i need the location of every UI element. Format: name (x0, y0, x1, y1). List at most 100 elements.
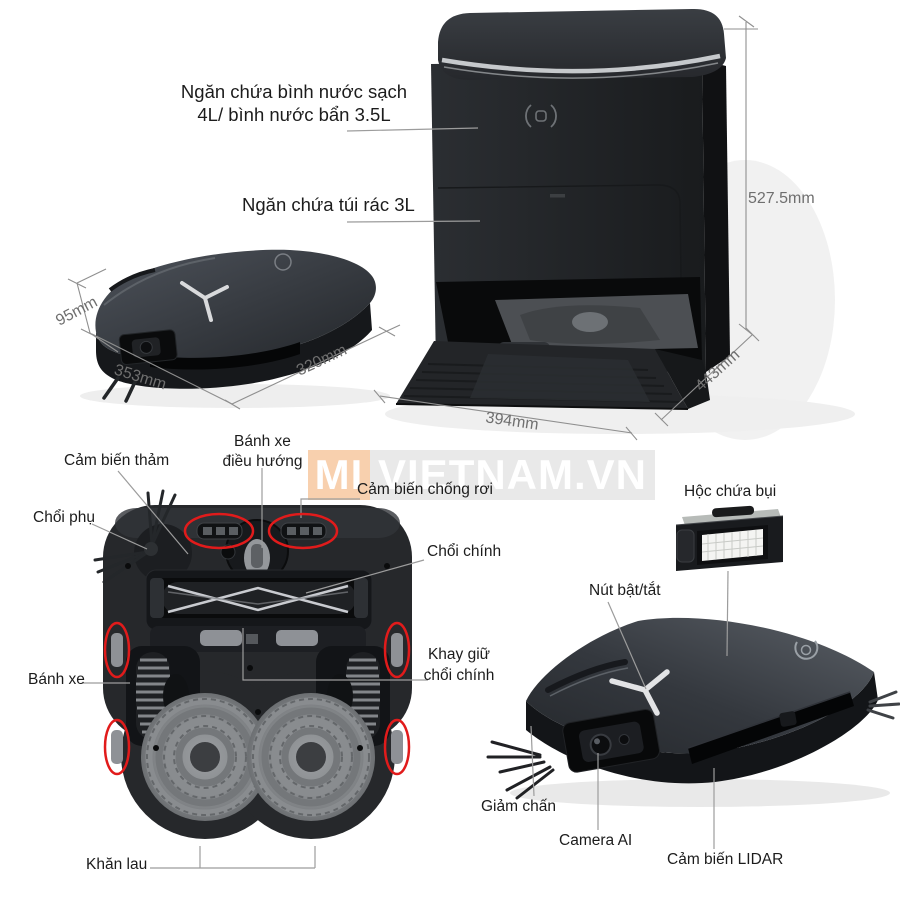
edge-sensor-pills (111, 633, 403, 764)
mop-pad-right (247, 693, 375, 821)
label-dust-bag: Ngăn chứa túi rác 3L (242, 194, 415, 215)
label-brush-tray-line1: Khay giữ (427, 646, 491, 663)
label-bumper: Giảm chấn (481, 798, 556, 815)
robot-underside-photo (93, 489, 412, 839)
side-brush (93, 489, 192, 584)
label-camera: Camera AI (559, 832, 633, 849)
label-caster-line2: điều hướng (222, 453, 303, 470)
watermark-site: VIETNAM.VN (370, 450, 656, 500)
red-annotations (103, 512, 411, 776)
leader-lines (83, 127, 729, 869)
dust-box-photo (675, 505, 784, 571)
dock-logo-icon (525, 104, 557, 128)
red-circle-edge-tr (383, 621, 411, 679)
leader-power-button (607, 601, 647, 690)
dock-base-right (655, 349, 710, 409)
leader-brush-tray (242, 628, 428, 681)
dock-door-seam (437, 184, 682, 279)
dim-ticks-robot-width (224, 399, 241, 410)
robot-top-right-brush (866, 690, 900, 720)
robot-side-groove (108, 268, 156, 292)
label-brush-tray-line2: chổi chính (423, 667, 495, 684)
dock-door-notch (550, 194, 565, 198)
dim-line-dock-depth (660, 334, 753, 421)
red-circle-edge-br (383, 718, 411, 776)
label-caster-line1: Bánh xe (234, 433, 291, 450)
label-caster-wheel: Bánh xe điều hướng (210, 432, 315, 472)
label-carpet-sensor: Cảm biến thảm (64, 452, 170, 469)
watermark-mi: MI (308, 450, 370, 500)
label-wheel: Bánh xe (28, 671, 85, 688)
label-dust-box: Hộc chứa bụi (684, 483, 777, 500)
dim-line-robot-height (76, 282, 91, 334)
power-button-y (609, 669, 670, 716)
dock-lid (438, 8, 726, 80)
label-power-button: Nút bật/tắt (589, 582, 661, 599)
robot-top-shadow (510, 779, 890, 807)
leader-carpet-sensor (117, 470, 189, 555)
dim-line-dock-width (379, 395, 633, 434)
label-water-tank-line1: Ngăn chứa bình nước sạch (180, 81, 408, 102)
underside-screws (125, 563, 390, 751)
leader-dust-bag (346, 220, 481, 223)
dimension-lines (67, 15, 760, 441)
lidar-slot (688, 692, 854, 764)
robot-side-logo-icon (274, 253, 292, 271)
dock-side-face (702, 60, 730, 372)
dim-ticks-dock-depth (654, 327, 760, 427)
label-brush-tray: Khay giữ chổi chính (416, 644, 502, 686)
lidar-slot-edge (687, 691, 851, 749)
label-lidar: Cảm biến LIDAR (667, 851, 784, 868)
robot-top-logo-icon (794, 640, 819, 660)
robot-top-groove (545, 659, 628, 693)
label-mop-cloth: Khăn lau (86, 856, 148, 873)
filter-grid (701, 530, 764, 560)
lidar-sensor-block (779, 711, 797, 727)
label-side-brush: Chổi phụ (33, 509, 96, 526)
robot-top-photo (486, 617, 900, 807)
cliff-sensor-left (196, 522, 243, 540)
dock-ramp (395, 341, 689, 410)
leader-dust-box (726, 570, 729, 657)
leader-bumper (530, 725, 535, 797)
dock-station-photo (385, 8, 855, 440)
leader-mop-cloth (150, 846, 316, 869)
red-circle-edge-tl (103, 621, 131, 679)
label-water-tank-line2: 4L/ bình nước bẩn 3.5L (197, 104, 391, 125)
red-circle-cliff-right (267, 512, 339, 550)
watermark: MI VIETNAM.VN (308, 450, 656, 500)
cliff-sensor-right (280, 522, 327, 540)
main-brush-tray (150, 626, 366, 652)
robot-side-y-button (180, 281, 229, 322)
leader-main-brush (305, 559, 425, 594)
main-brush (145, 569, 373, 631)
dock-silver-trim (441, 53, 721, 74)
label-cliff-sensor: Cảm biến chống rơi (357, 481, 493, 498)
dust-box-latch (676, 529, 695, 563)
robot-side-camera (118, 329, 178, 366)
robot-side-lidar-slot (150, 342, 300, 370)
dim-line-robot-width (91, 333, 233, 405)
robot-top-groove-edge (549, 667, 629, 697)
robot-side-photo (80, 249, 390, 408)
label-water-tank: Ngăn chứa bình nước sạch 4L/ bình nước b… (158, 80, 430, 126)
leader-cliff-sensor (300, 498, 360, 518)
dim-dock-height: 527.5mm (748, 190, 815, 207)
robot-side-kickstand (102, 376, 137, 403)
red-circle-cliff-left (183, 512, 255, 550)
dim-ticks-robot-height (67, 268, 119, 353)
ai-camera-module (562, 708, 661, 773)
robot-side-shadow (80, 384, 390, 408)
red-circle-edge-bl (103, 718, 131, 776)
dust-box-edge (675, 515, 784, 526)
leader-side-brush (91, 523, 148, 550)
dust-box-handle (712, 505, 755, 518)
dim-ticks-robot-depth (378, 326, 396, 337)
label-main-brush: Chổi chính (427, 543, 502, 560)
dock-trim-shade (443, 62, 719, 79)
leader-water-tank (346, 127, 479, 132)
dock-tray-disc (572, 312, 608, 332)
dim-ticks-dock-width (373, 389, 638, 441)
